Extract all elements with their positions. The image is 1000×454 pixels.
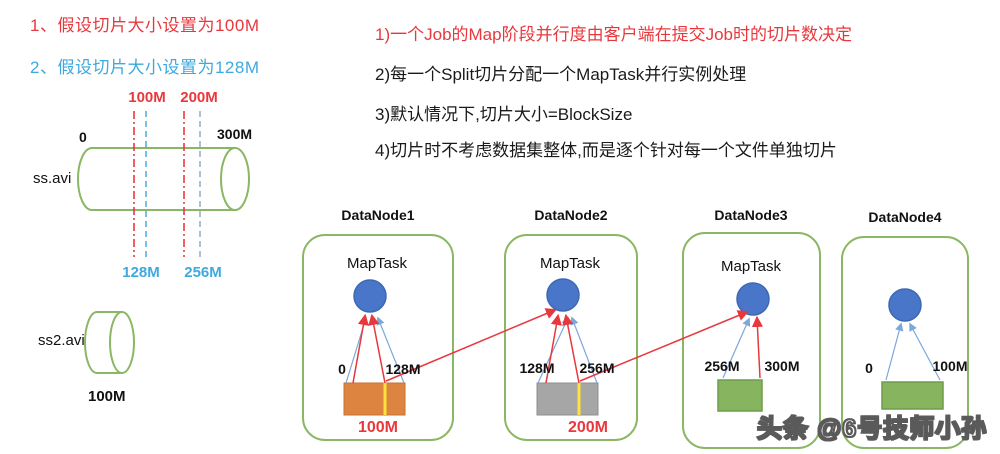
maptask2-circle-icon bbox=[546, 278, 580, 312]
file1-end-label: 300M bbox=[217, 126, 253, 142]
maptask3-circle-icon bbox=[736, 282, 770, 316]
file1-start-label: 0 bbox=[79, 129, 87, 145]
datanode1-block bbox=[343, 382, 406, 416]
note-1: 1)一个Job的Map阶段并行度由客户端在提交Job时的切片数决定 bbox=[375, 25, 853, 44]
blue-arrow-dn4-right bbox=[909, 322, 941, 381]
cross-arrow-dn1-to-dn2 bbox=[385, 308, 558, 382]
assumption-1: 1、假设切片大小设置为100M bbox=[30, 16, 260, 35]
datanode4-title: DataNode4 bbox=[868, 209, 942, 225]
blue-arrow-dn4-left bbox=[885, 322, 904, 381]
red-arrow-dn3-right bbox=[751, 315, 764, 379]
watermark: 头条 @6号技师小孙 bbox=[756, 414, 988, 444]
file1-mark-200m: 200M bbox=[180, 89, 218, 106]
dn2-range-start: 128M bbox=[519, 360, 555, 376]
blue-arrow-dn1-right bbox=[376, 316, 405, 384]
maptask3-label: MapTask bbox=[720, 258, 782, 275]
file1-cylinder-icon bbox=[77, 147, 250, 211]
dn3-range-start: 256M bbox=[704, 358, 740, 374]
file2-name: ss2.avi bbox=[38, 332, 85, 349]
dn2-split-size: 200M bbox=[567, 419, 609, 436]
datanode1-title: DataNode1 bbox=[341, 207, 415, 223]
maptask2-label: MapTask bbox=[539, 255, 601, 272]
datanode2-title: DataNode2 bbox=[534, 207, 608, 223]
dn4-range-end: 100M bbox=[932, 358, 968, 374]
note-4: 4)切片时不考虑数据集整体,而是逐个针对每一个文件单独切片 bbox=[375, 141, 837, 160]
red-arrow-dn1-right bbox=[368, 313, 386, 384]
dn1-range-end: 128M bbox=[385, 361, 421, 377]
datanode2-block bbox=[536, 382, 599, 416]
blue-arrow-dn3-left bbox=[722, 317, 751, 379]
note-3: 3)默认情况下,切片大小=BlockSize bbox=[375, 105, 633, 124]
dn3-range-end: 300M bbox=[764, 358, 800, 374]
file1-mark-128m: 128M bbox=[122, 264, 160, 281]
file1-mark-100m: 100M bbox=[128, 89, 166, 106]
datanode4-block bbox=[881, 381, 944, 410]
file2-size-label: 100M bbox=[88, 388, 126, 405]
file1-mark-256m: 256M bbox=[184, 264, 222, 281]
dn2-range-end: 256M bbox=[579, 360, 615, 376]
red-arrow-dn1-left bbox=[352, 313, 369, 384]
maptask1-label: MapTask bbox=[346, 255, 408, 272]
red-arrow-dn2-right bbox=[562, 313, 580, 384]
datanode3-title: DataNode3 bbox=[714, 207, 788, 223]
cross-arrow-dn2-to-dn3 bbox=[579, 310, 750, 382]
datanode1-box bbox=[302, 234, 454, 441]
dn1-range-start: 0 bbox=[338, 361, 346, 377]
datanode2-box bbox=[504, 234, 638, 441]
file1-name: ss.avi bbox=[33, 170, 72, 187]
assumption-2: 2、假设切片大小设置为128M bbox=[30, 58, 260, 77]
blue-arrow-dn2-right bbox=[570, 316, 598, 384]
datanode3-box bbox=[682, 232, 821, 449]
datanode4-box bbox=[841, 236, 969, 449]
maptask1-circle-icon bbox=[353, 279, 387, 313]
maptask4-circle-icon bbox=[888, 288, 922, 322]
datanode3-block bbox=[717, 379, 763, 412]
note-2: 2)每一个Split切片分配一个MapTask并行实例处理 bbox=[375, 65, 747, 84]
dn4-range-start: 0 bbox=[865, 360, 873, 376]
blue-arrow-dn2-left bbox=[537, 316, 569, 384]
dn1-split-size: 100M bbox=[357, 419, 399, 436]
file2-cylinder-icon bbox=[84, 311, 135, 374]
red-arrow-dn2-left bbox=[545, 313, 562, 384]
